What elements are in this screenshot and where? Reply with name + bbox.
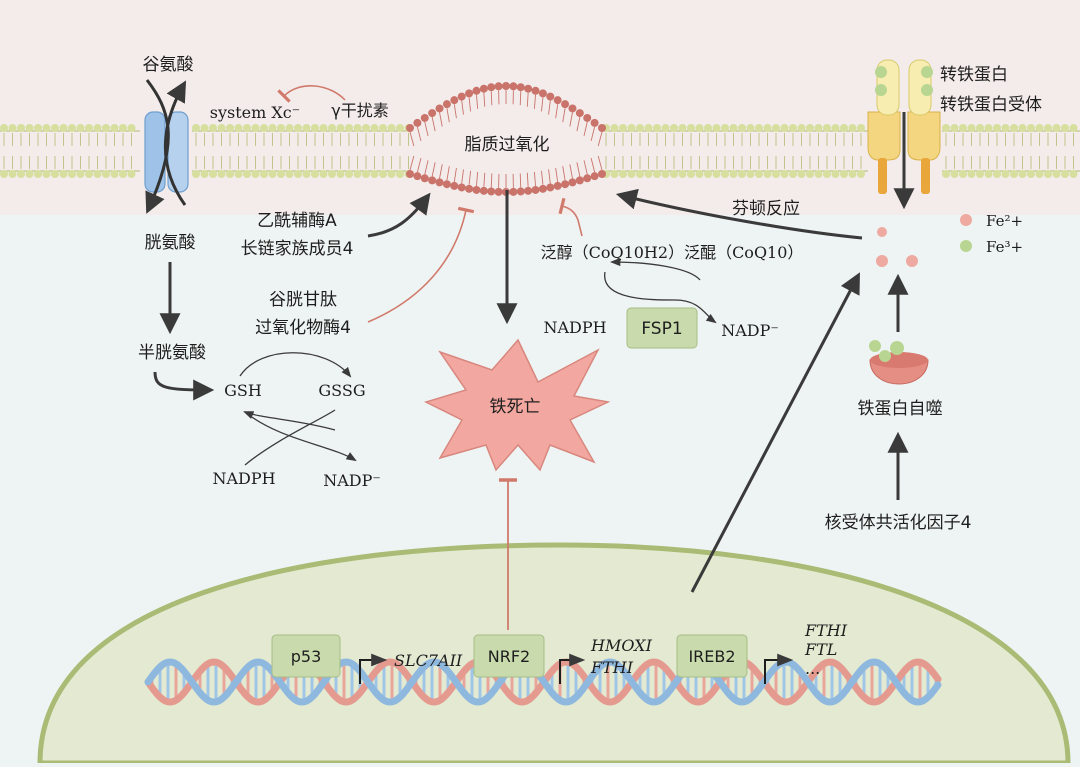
acsl4-label-line2: 长链家族成员4 <box>241 239 354 259</box>
nadp-left-label: NADP⁻ <box>323 471 381 490</box>
fe3-legend-dot <box>960 240 972 252</box>
ellipsis-label: ... <box>805 659 820 678</box>
fenton-label: 芬顿反应 <box>732 199 800 219</box>
transferrin-label: 转铁蛋白 <box>940 65 1008 85</box>
lipid-peroxidation-label: 脂质过氧化 <box>465 135 550 155</box>
ireb2-label: IREB2 <box>688 647 735 666</box>
transferrin-receptor-label: 转铁蛋白受体 <box>940 95 1042 115</box>
acsl4-label-line1: 乙酰辅酶A <box>257 211 337 231</box>
ifn-gamma-label: γ干扰素 <box>331 101 388 120</box>
ferritinophagy-label: 铁蛋白自噬 <box>858 399 943 419</box>
glutamate-label: 谷氨酸 <box>143 55 194 75</box>
slc7a11-label: SLC7AII <box>394 651 463 670</box>
cysteine-label: 半胱氨酸 <box>138 343 206 363</box>
gsh-label: GSH <box>224 381 262 400</box>
fth1-a-label: FTHI <box>590 658 634 677</box>
fth1-b-label: FTHI <box>804 621 848 640</box>
gpx4-label-line2: 过氧化物酶4 <box>255 318 351 338</box>
cystine-label: 胱氨酸 <box>145 233 196 253</box>
ftl-label: FTL <box>804 640 837 659</box>
ferroptosis-label: 铁死亡 <box>490 397 541 417</box>
coq-label: 泛醇（CoQ10H2）泛醌（CoQ10） <box>541 243 804 262</box>
gssg-label: GSSG <box>318 381 365 400</box>
nadph-mid-label: NADPH <box>543 318 606 337</box>
fe2-label: Fe²+ <box>986 212 1023 230</box>
p53-label: p53 <box>291 647 322 666</box>
ncoa4-label: 核受体共活化因子4 <box>825 513 972 533</box>
nrf2-label: NRF2 <box>488 647 530 666</box>
gpx4-label-line1: 谷胱甘肽 <box>269 290 337 310</box>
system-xc-label: system Xc⁻ <box>210 103 300 122</box>
fe3-label: Fe³+ <box>986 238 1023 256</box>
fsp1-label: FSP1 <box>641 319 682 339</box>
nadp-mid-label: NADP⁻ <box>721 321 779 340</box>
nadph-left-label: NADPH <box>212 469 275 488</box>
fe2-legend-dot <box>960 214 972 226</box>
hmox1-label: HMOXI <box>590 636 653 655</box>
